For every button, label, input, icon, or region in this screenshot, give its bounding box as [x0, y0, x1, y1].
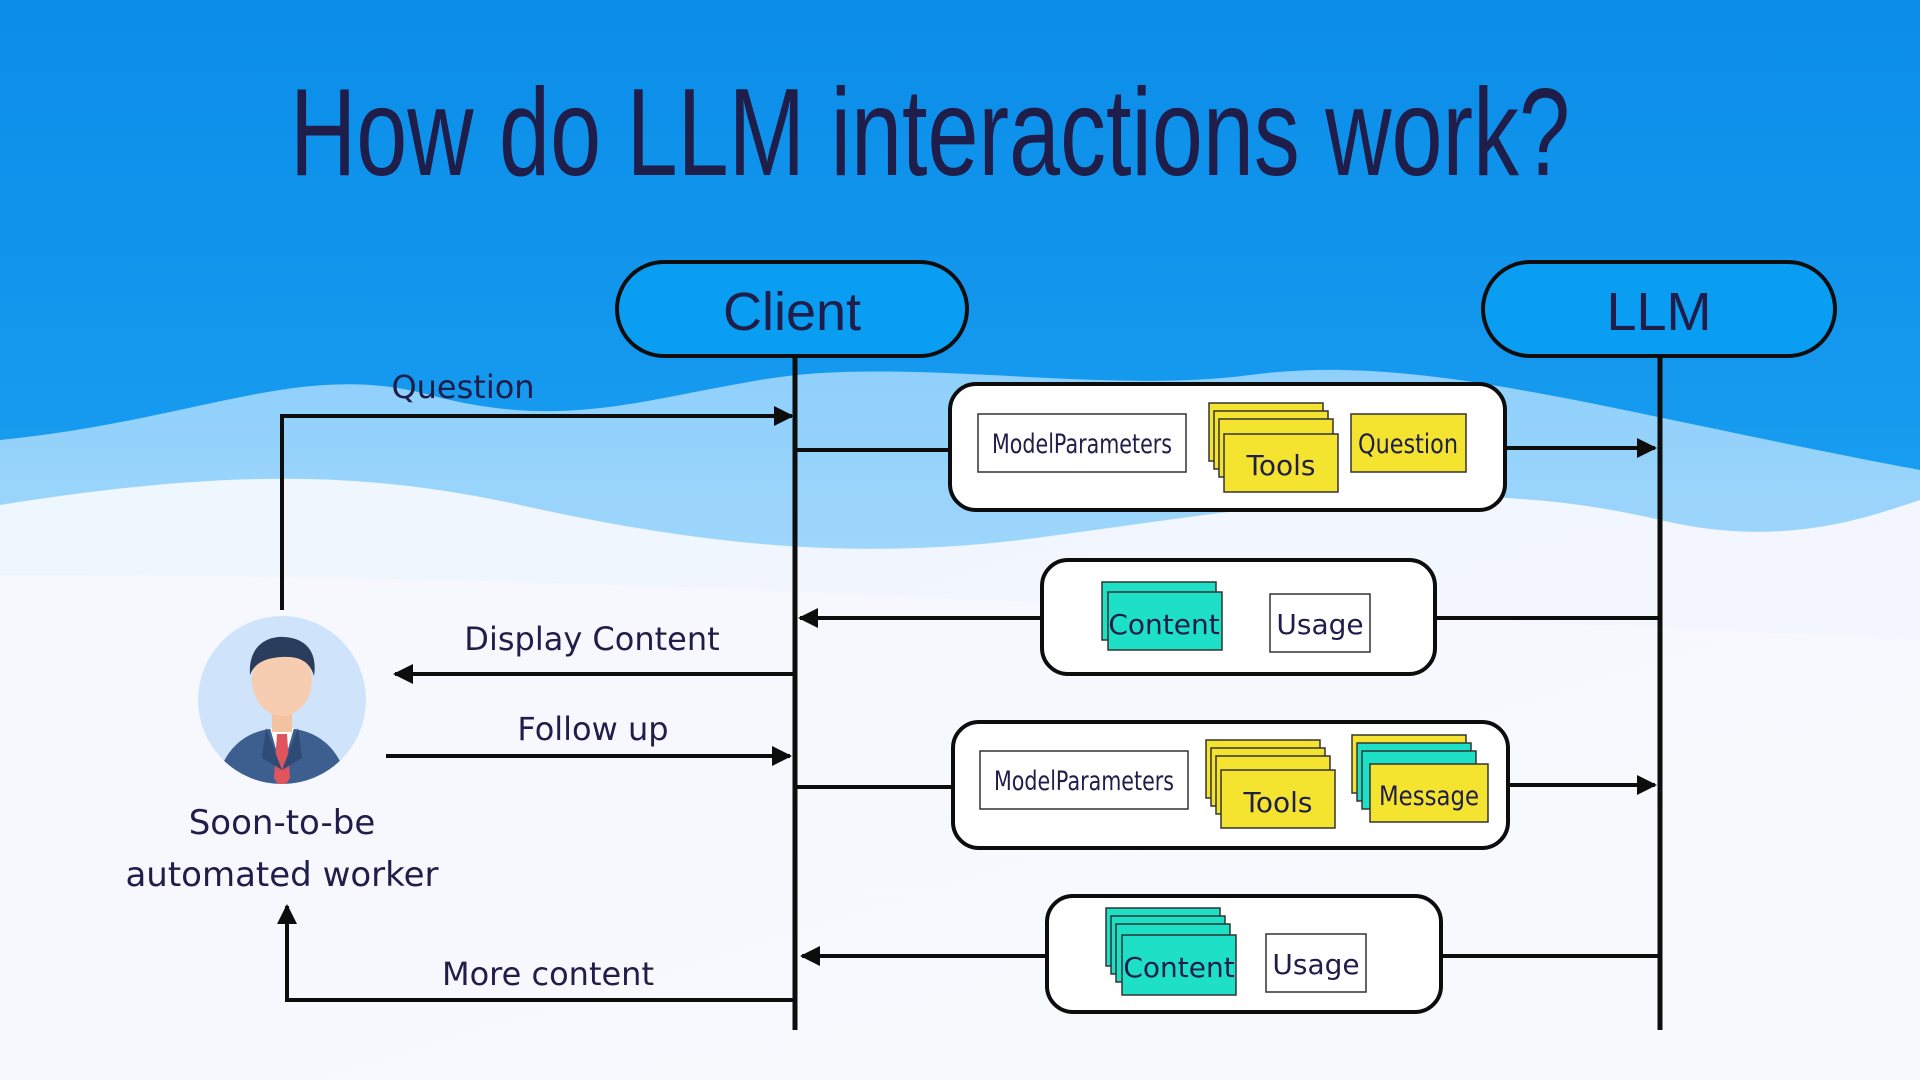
llm-label: LLM — [1606, 282, 1711, 342]
display-content-flow: Display Content — [393, 620, 793, 684]
question-flow: Question — [280, 368, 794, 610]
worker-label-line1: Soon-to-be — [189, 803, 376, 843]
usage-label: Usage — [1272, 948, 1359, 981]
tools-stack: Tools — [1208, 402, 1339, 493]
content-stack: Content — [1101, 581, 1223, 651]
content-label: Content — [1123, 951, 1234, 984]
response-1-message: Content Usage — [798, 558, 1658, 676]
question-flow-label: Question — [391, 368, 534, 406]
message-label: Message — [1379, 781, 1479, 812]
more-content-flow-label: More content — [442, 955, 654, 993]
model-parameters-box — [979, 750, 1189, 810]
client-label: Client — [723, 282, 861, 342]
client-header: Client — [615, 260, 969, 358]
response-2-message: Content Usage — [800, 894, 1658, 1014]
follow-up-flow: Follow up — [386, 710, 792, 766]
display-content-flow-label: Display Content — [464, 620, 719, 658]
usage-label: Usage — [1276, 608, 1363, 641]
tools-label: Tools — [1246, 449, 1316, 482]
content-label: Content — [1108, 608, 1219, 641]
usage-box — [1265, 933, 1367, 993]
message-stack: Message — [1351, 734, 1489, 823]
request-1-message: ModelParameters Tools Question — [797, 382, 1657, 512]
request-2-message: ModelParameters Tools Message — [797, 720, 1657, 850]
llm-header: LLM — [1481, 260, 1837, 358]
follow-up-flow-label: Follow up — [517, 710, 668, 748]
model-parameters-label: ModelParameters — [994, 766, 1174, 797]
tools-stack: Tools — [1205, 739, 1336, 829]
businessman-avatar-icon — [198, 616, 366, 784]
slide-title: How do LLM interactions work? — [290, 64, 1570, 202]
question-box-label: Question — [1358, 429, 1458, 460]
model-parameters-box — [977, 413, 1187, 473]
content-stack: Content — [1105, 907, 1237, 996]
tools-label: Tools — [1243, 786, 1313, 819]
model-parameters-label: ModelParameters — [992, 429, 1172, 460]
question-box — [1350, 413, 1467, 473]
worker-label-line2: automated worker — [125, 855, 438, 895]
more-content-flow: More content — [277, 904, 793, 1002]
usage-box — [1269, 593, 1371, 653]
